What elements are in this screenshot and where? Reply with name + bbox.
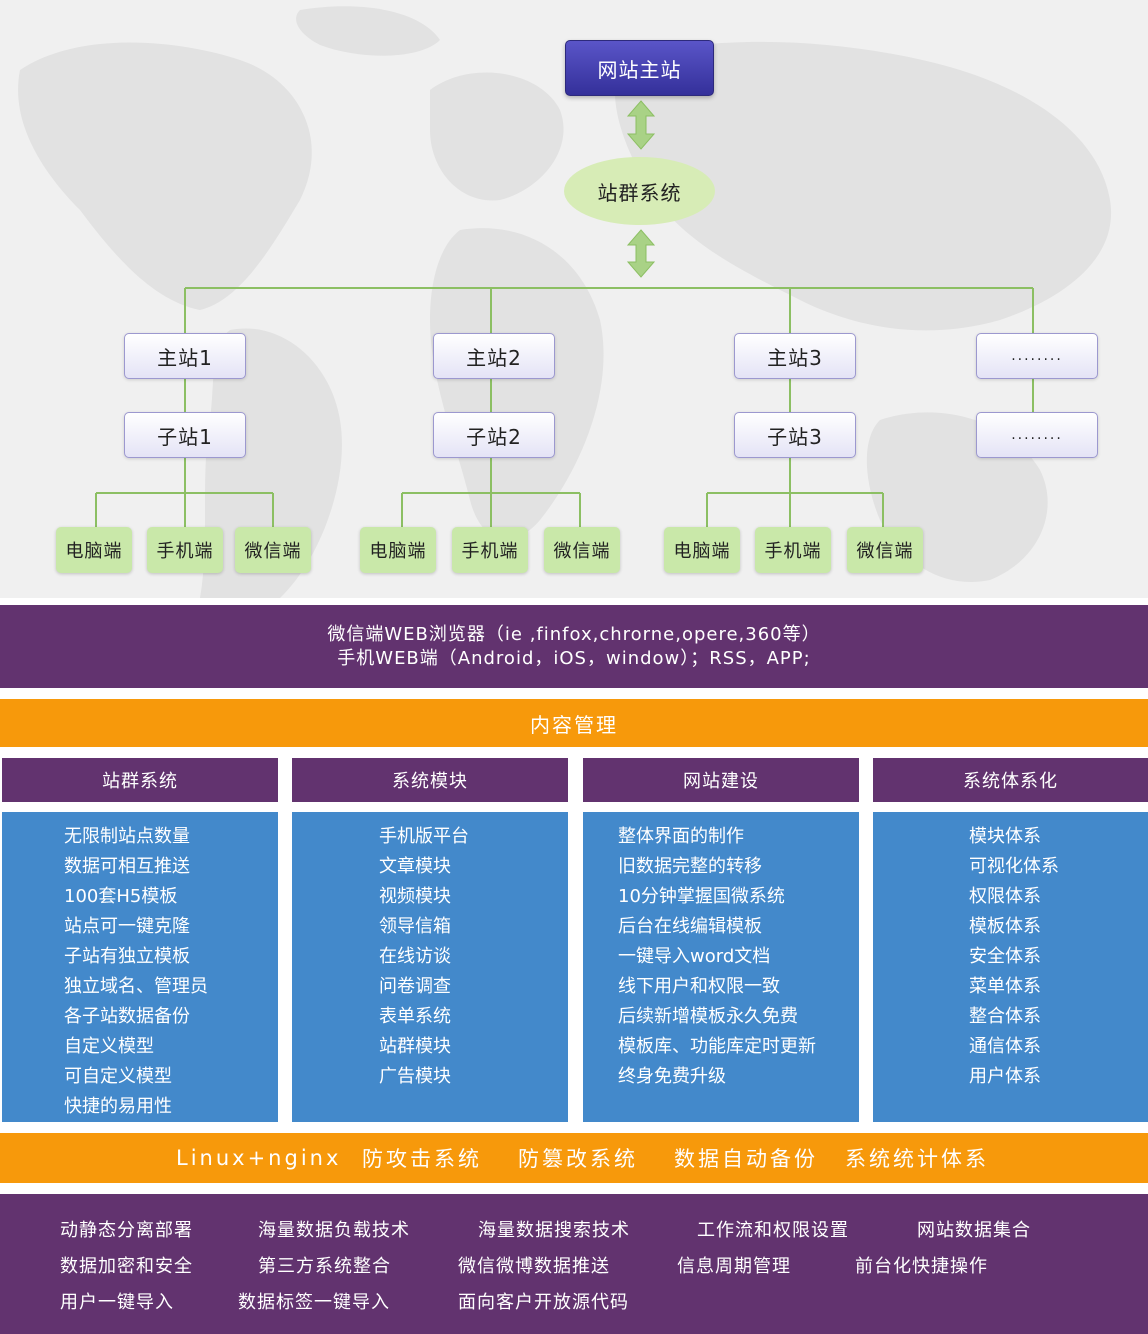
list-item: 终身免费升级: [618, 1066, 726, 1087]
list-item: 自定义模型: [64, 1036, 154, 1057]
list-item: 模板库、功能库定时更新: [618, 1036, 816, 1057]
double-arrow-icon: [626, 229, 656, 278]
content-management-band: 内容管理: [0, 699, 1148, 747]
list-item: 菜单体系: [969, 976, 1041, 997]
list-item: 10分钟掌握国微系统: [618, 886, 785, 907]
list-item: 在线访谈: [379, 946, 451, 967]
list-item: 手机版平台: [379, 826, 469, 847]
list-item: 权限体系: [969, 886, 1041, 907]
feature-item: 信息周期管理: [677, 1256, 791, 1277]
double-arrow-icon: [626, 100, 656, 150]
security-item: 防攻击系统: [362, 1147, 482, 1171]
list-item: 模块体系: [969, 826, 1041, 847]
main-site-more-node: ........: [976, 333, 1098, 379]
list-item: 通信体系: [969, 1036, 1041, 1057]
features-band: 动静态分离部署 海量数据负载技术 海量数据搜索技术 工作流和权限设置 网站数据集…: [0, 1194, 1148, 1334]
pc-terminal-node: 电脑端: [360, 527, 436, 573]
security-item: Linux+nginx: [176, 1146, 342, 1170]
list-item: 可视化体系: [969, 856, 1059, 877]
list-item: 子站有独立模板: [64, 946, 190, 967]
column-heading-modules: 系统模块: [292, 758, 568, 802]
column-list-modules: 手机版平台 文章模块 视频模块 领导信箱 在线访谈 问卷调查 表单系统 站群模块…: [292, 812, 568, 1122]
feature-item: 数据加密和安全: [60, 1256, 193, 1277]
list-item: 表单系统: [379, 1006, 451, 1027]
list-item: 文章模块: [379, 856, 451, 877]
list-item: 整体界面的制作: [618, 826, 744, 847]
list-item: 无限制站点数量: [64, 826, 190, 847]
sub-site-1-node: 子站1: [124, 412, 246, 458]
column-list-site-building: 整体界面的制作 旧数据完整的转移 10分钟掌握国微系统 后台在线编辑模板 一键导…: [583, 812, 859, 1122]
wechat-terminal-node: 微信端: [847, 527, 923, 573]
list-item: 线下用户和权限一致: [618, 976, 780, 997]
column-heading-systematization: 系统体系化: [873, 758, 1148, 802]
list-item: 快捷的易用性: [64, 1096, 172, 1117]
security-item: 数据自动备份: [674, 1147, 818, 1171]
list-item: 旧数据完整的转移: [618, 856, 762, 877]
column-list-site-group: 无限制站点数量 数据可相互推送 100套H5模板 站点可一键克隆 子站有独立模板…: [2, 812, 278, 1122]
feature-item: 数据标签一键导入: [238, 1292, 390, 1313]
list-item: 视频模块: [379, 886, 451, 907]
list-item: 后续新增模板永久免费: [618, 1006, 798, 1027]
wechat-terminal-node: 微信端: [544, 527, 620, 573]
main-site-3-node: 主站3: [734, 333, 856, 379]
browser-line-1: 微信端WEB浏览器（ie ,finfox,chrorne,opere,360等）: [327, 623, 821, 645]
sub-site-2-node: 子站2: [433, 412, 555, 458]
pc-terminal-node: 电脑端: [664, 527, 740, 573]
feature-item: 面向客户开放源代码: [458, 1292, 629, 1313]
tree-connectors: [95, 100, 1034, 527]
list-item: 站群模块: [379, 1036, 451, 1057]
browser-support-band: 微信端WEB浏览器（ie ,finfox,chrorne,opere,360等）…: [0, 605, 1148, 688]
feature-item: 工作流和权限设置: [697, 1220, 849, 1241]
list-item: 问卷调查: [379, 976, 451, 997]
feature-item: 用户一键导入: [60, 1292, 174, 1313]
list-item: 独立域名、管理员: [64, 976, 208, 997]
list-item: 领导信箱: [379, 916, 451, 937]
main-site-1-node: 主站1: [124, 333, 246, 379]
security-item: 系统统计体系: [845, 1147, 989, 1171]
site-group-system-node: 站群系统: [564, 157, 715, 225]
list-item: 广告模块: [379, 1066, 451, 1087]
feature-item: 海量数据负载技术: [258, 1220, 410, 1241]
feature-item: 第三方系统整合: [258, 1256, 391, 1277]
list-item: 数据可相互推送: [64, 856, 190, 877]
site-group-diagram: 网站主站 站群系统 主站1 主站2 主站3 ........ 子站1 子站2 子…: [0, 0, 1148, 598]
column-heading-site-group: 站群系统: [2, 758, 278, 802]
security-band: Linux+nginx 防攻击系统 防篡改系统 数据自动备份 系统统计体系: [0, 1133, 1148, 1183]
list-item: 可自定义模型: [64, 1066, 172, 1087]
column-list-systematization: 模块体系 可视化体系 权限体系 模板体系 安全体系 菜单体系 整合体系 通信体系…: [873, 812, 1148, 1122]
feature-item: 动静态分离部署: [60, 1220, 193, 1241]
list-item: 各子站数据备份: [64, 1006, 190, 1027]
sub-site-more-node: ........: [976, 412, 1098, 458]
sub-site-3-node: 子站3: [734, 412, 856, 458]
main-site-2-node: 主站2: [433, 333, 555, 379]
mobile-terminal-node: 手机端: [755, 527, 831, 573]
list-item: 一键导入word文档: [618, 946, 771, 967]
list-item: 100套H5模板: [64, 886, 178, 907]
list-item: 安全体系: [969, 946, 1041, 967]
feature-item: 前台化快捷操作: [855, 1256, 988, 1277]
column-heading-site-building: 网站建设: [583, 758, 859, 802]
list-item: 用户体系: [969, 1066, 1041, 1087]
list-item: 整合体系: [969, 1006, 1041, 1027]
feature-item: 微信微博数据推送: [458, 1256, 610, 1277]
list-item: 后台在线编辑模板: [618, 916, 762, 937]
browser-line-2: 手机WEB端（Android，iOS，window）；RSS，APP;: [337, 647, 811, 669]
feature-item: 网站数据集合: [917, 1220, 1031, 1241]
list-item: 站点可一键克隆: [64, 916, 190, 937]
feature-item: 海量数据搜索技术: [478, 1220, 630, 1241]
pc-terminal-node: 电脑端: [56, 527, 132, 573]
wechat-terminal-node: 微信端: [235, 527, 311, 573]
security-item: 防篡改系统: [518, 1147, 638, 1171]
mobile-terminal-node: 手机端: [452, 527, 528, 573]
list-item: 模板体系: [969, 916, 1041, 937]
world-map-background: [18, 6, 1112, 598]
main-website-node: 网站主站: [565, 40, 714, 96]
mobile-terminal-node: 手机端: [147, 527, 223, 573]
